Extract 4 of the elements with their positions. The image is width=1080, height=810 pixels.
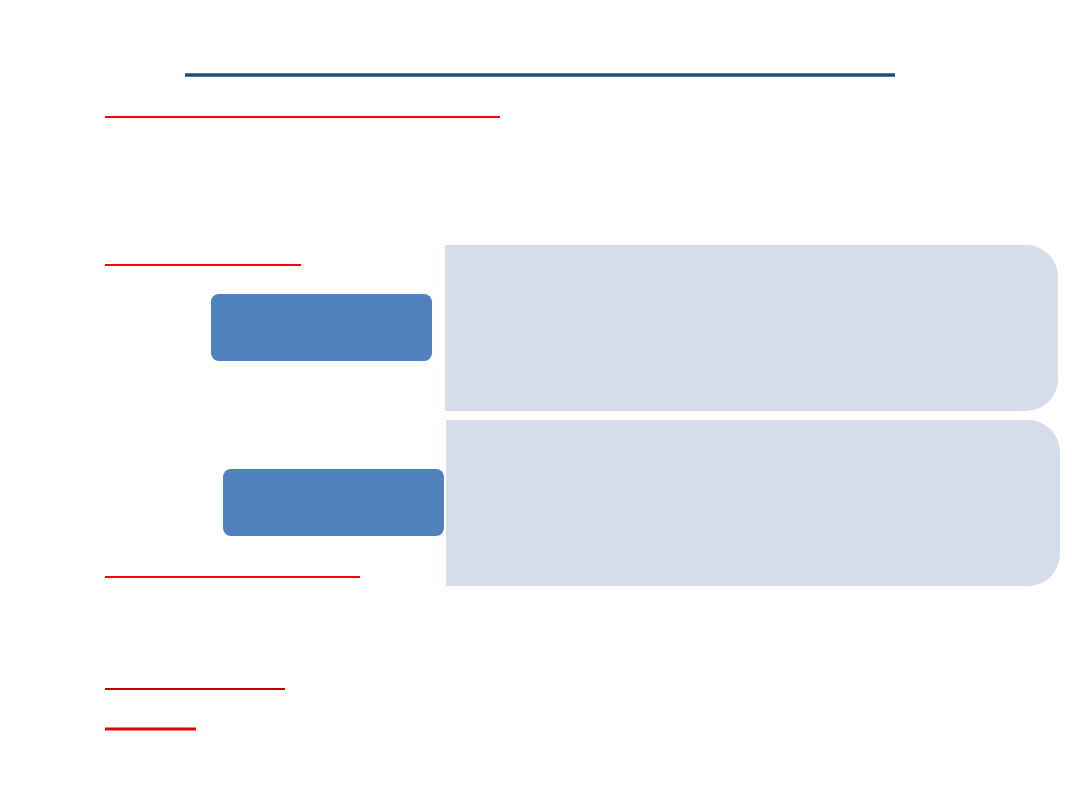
content-panel	[445, 245, 1058, 411]
label-block	[223, 469, 444, 536]
content-panel	[446, 420, 1060, 586]
label-block	[211, 294, 432, 361]
